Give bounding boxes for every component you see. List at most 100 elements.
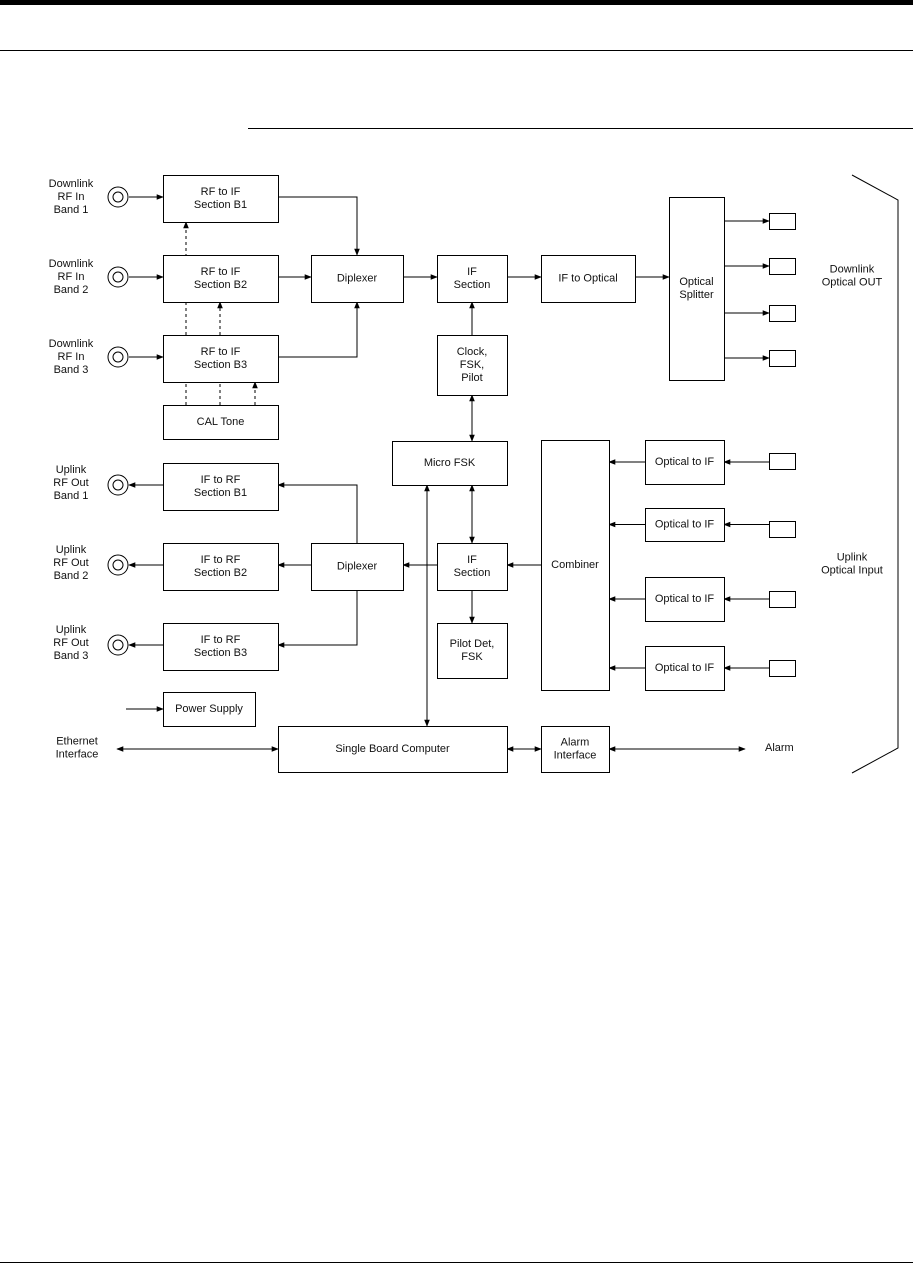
rfif2-label-line-2: Section B2 <box>194 279 247 291</box>
combiner-block <box>541 440 610 691</box>
rfif3-label-line-2: Section B3 <box>194 359 247 371</box>
clock-label-line-1: Clock, <box>457 346 488 358</box>
iff1-label-line-1: IF to RF <box>201 474 241 486</box>
clock-label-line-2: FSK, <box>460 359 484 371</box>
ul-rf-out-2-label-line-3: Band 2 <box>54 570 89 582</box>
iff2-label-line-2: Section B2 <box>194 567 247 579</box>
rfif3-label-line-1: RF to IF <box>201 346 241 358</box>
iff1-block <box>163 463 279 511</box>
ul-rf-out-3-label-line-3: Band 3 <box>54 650 89 662</box>
clock-block <box>437 335 508 396</box>
connector-33 <box>277 590 358 648</box>
iff2-label-line-1: IF to RF <box>201 554 241 566</box>
optical-port-in2-icon <box>769 521 796 538</box>
rf-connector-ul-band2-inner-icon <box>112 559 124 571</box>
optical-port-out3-icon <box>769 305 796 322</box>
rf-connector-dl-band2-icon <box>107 266 129 288</box>
diplexer-dl-label-line-1: Diplexer <box>337 273 378 285</box>
dl-rf-in-1-label-line-2: RF In <box>58 191 85 203</box>
power-block <box>163 692 256 727</box>
ifsec-dl-block <box>437 255 508 303</box>
rf-connector-ul-band1-icon <box>107 474 129 496</box>
rf-connector-ul-band3-icon <box>107 634 129 656</box>
connector-4 <box>278 196 360 256</box>
dl-rf-in-2-label-line-3: Band 2 <box>54 284 89 296</box>
iff3-block <box>163 623 279 671</box>
rfif2-label-line-1: RF to IF <box>201 266 241 278</box>
ul-rf-out-1-label-line-1: Uplink <box>56 464 87 476</box>
microfsk-block <box>392 441 508 486</box>
rfif3-block <box>163 335 279 383</box>
ifsec-ul-label-line-1: IF <box>467 554 477 566</box>
rfif1-block <box>163 175 279 223</box>
rfif1-label-line-1: RF to IF <box>201 186 241 198</box>
o2if4-block <box>645 646 725 691</box>
if2opt-block <box>541 255 636 303</box>
dl-rf-in-3-label-line-2: RF In <box>58 351 85 363</box>
splitter-block <box>669 197 725 381</box>
rf-connector-ul-band2-icon <box>107 554 129 576</box>
ul-rf-out-3-label-line-2: RF Out <box>53 637 88 649</box>
alarm-label-line-1: Alarm <box>765 742 794 754</box>
dl-rf-in-1-label-line-3: Band 1 <box>54 204 89 216</box>
ifsec-dl-label-line-1: IF <box>467 266 477 278</box>
connector-32 <box>277 482 358 543</box>
power-label-line-1: Power Supply <box>175 703 243 715</box>
dl-rf-in-2-label-line-1: Downlink <box>49 258 94 270</box>
rfif2-block <box>163 255 279 303</box>
o2if2-label-line-1: Optical to IF <box>655 519 715 531</box>
optical-port-out1-icon <box>769 213 796 230</box>
dl-rf-in-3-label-line-1: Downlink <box>49 338 94 350</box>
dl-rf-in-2-label-line-2: RF In <box>58 271 85 283</box>
rf-connector-dl-band2-inner-icon <box>112 271 124 283</box>
ul-optical-input-label-line-2: Optical Input <box>821 565 883 577</box>
o2if1-block <box>645 440 725 485</box>
o2if3-block <box>645 577 725 622</box>
ul-rf-out-2-label-line-2: RF Out <box>53 557 88 569</box>
sbc-block <box>278 726 508 773</box>
ifsec-dl-label-line-2: Section <box>454 279 491 291</box>
rf-connector-ul-band3-inner-icon <box>112 639 124 651</box>
diplexer-dl-block <box>311 255 404 303</box>
bottom-rule <box>0 1262 913 1263</box>
pilotdet-label-line-2: FSK <box>461 651 483 663</box>
o2if4-label-line-1: Optical to IF <box>655 662 715 674</box>
iff3-label-line-1: IF to RF <box>201 634 241 646</box>
dl-optical-out-label-line-1: Downlink <box>830 264 875 276</box>
optical-port-out2-icon <box>769 258 796 275</box>
top-heavy-rule <box>0 0 913 5</box>
ul-rf-out-1-label-line-3: Band 1 <box>54 490 89 502</box>
o2if3-label-line-1: Optical to IF <box>655 593 715 605</box>
pilotdet-block <box>437 623 508 679</box>
optical-port-in1-icon <box>769 453 796 470</box>
dl-rf-in-1-label-line-1: Downlink <box>49 178 94 190</box>
title-underline-rule <box>248 128 913 129</box>
combiner-label-line-1: Combiner <box>551 559 599 571</box>
iff2-block <box>163 543 279 591</box>
if2opt-label-line-1: IF to Optical <box>558 273 617 285</box>
o2if2-block <box>645 508 725 542</box>
diplexer-ul-block <box>311 543 404 591</box>
connector-6 <box>278 301 360 358</box>
o2if1-label-line-1: Optical to IF <box>655 456 715 468</box>
iff3-label-line-2: Section B3 <box>194 647 247 659</box>
caltone-block <box>163 405 279 440</box>
top-thin-rule <box>0 50 913 51</box>
splitter-label-line-1: Optical <box>679 276 713 288</box>
ul-optical-input-label-line-1: Uplink <box>837 552 868 564</box>
rf-connector-dl-band1-inner-icon <box>112 191 124 203</box>
iff1-label-line-2: Section B1 <box>194 487 247 499</box>
rf-connector-dl-band3-inner-icon <box>112 351 124 363</box>
dl-rf-in-3-label-line-3: Band 3 <box>54 364 89 376</box>
optical-port-in4-icon <box>769 660 796 677</box>
diplexer-ul-label-line-1: Diplexer <box>337 561 378 573</box>
ul-rf-out-3-label-line-1: Uplink <box>56 624 87 636</box>
microfsk-label-line-1: Micro FSK <box>424 457 476 469</box>
rf-connector-dl-band3-icon <box>107 346 129 368</box>
rfif1-label-line-2: Section B1 <box>194 199 247 211</box>
ul-rf-out-1-label-line-2: RF Out <box>53 477 88 489</box>
clock-label-line-3: Pilot <box>461 372 482 384</box>
pilotdet-label-line-1: Pilot Det, <box>450 638 495 650</box>
rf-connector-dl-band1-icon <box>107 186 129 208</box>
